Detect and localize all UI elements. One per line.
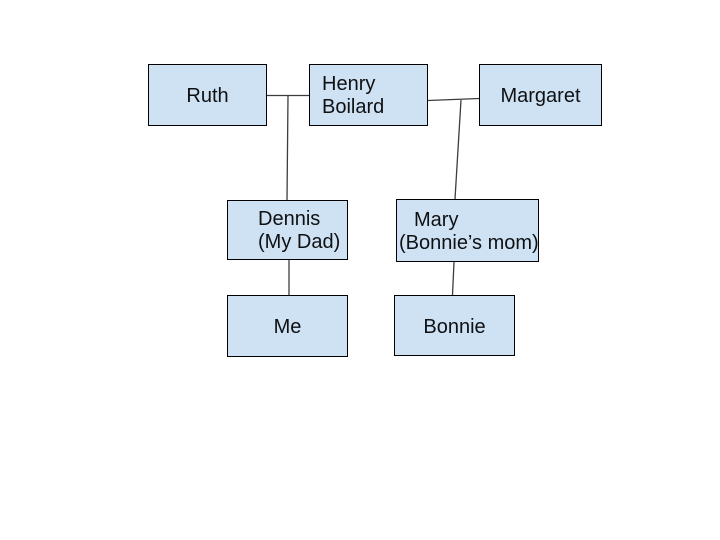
node-dennis[interactable]: Dennis (My Dad) [227,200,348,260]
node-bonnie[interactable]: Bonnie [394,295,515,356]
node-mary[interactable]: Mary (Bonnie’s mom) [396,199,539,262]
node-ruth-label: Ruth [186,85,229,107]
node-mary-line1: Mary [414,208,459,231]
node-bonnie-label: Bonnie [423,315,486,338]
node-dennis-line1: Dennis [258,208,321,230]
node-henry-line1: Henry [322,73,376,95]
node-margaret-label: Margaret [500,85,581,107]
node-dennis-line2: (My Dad) [258,231,341,253]
node-me-label: Me [273,316,302,338]
node-me[interactable]: Me [227,295,348,357]
node-mary-line2: (Bonnie’s mom) [399,231,539,254]
node-henry-boilard[interactable]: Henry Boilard [309,64,428,126]
connector-henry-margaret [427,97,480,102]
node-henry-line2: Boilard [322,96,385,118]
connector-parents-dennis [286,95,289,201]
node-margaret[interactable]: Margaret [479,64,602,126]
node-ruth[interactable]: Ruth [148,64,267,126]
connector-parents-mary [454,99,462,200]
connector-mary-bonnie [451,261,455,296]
